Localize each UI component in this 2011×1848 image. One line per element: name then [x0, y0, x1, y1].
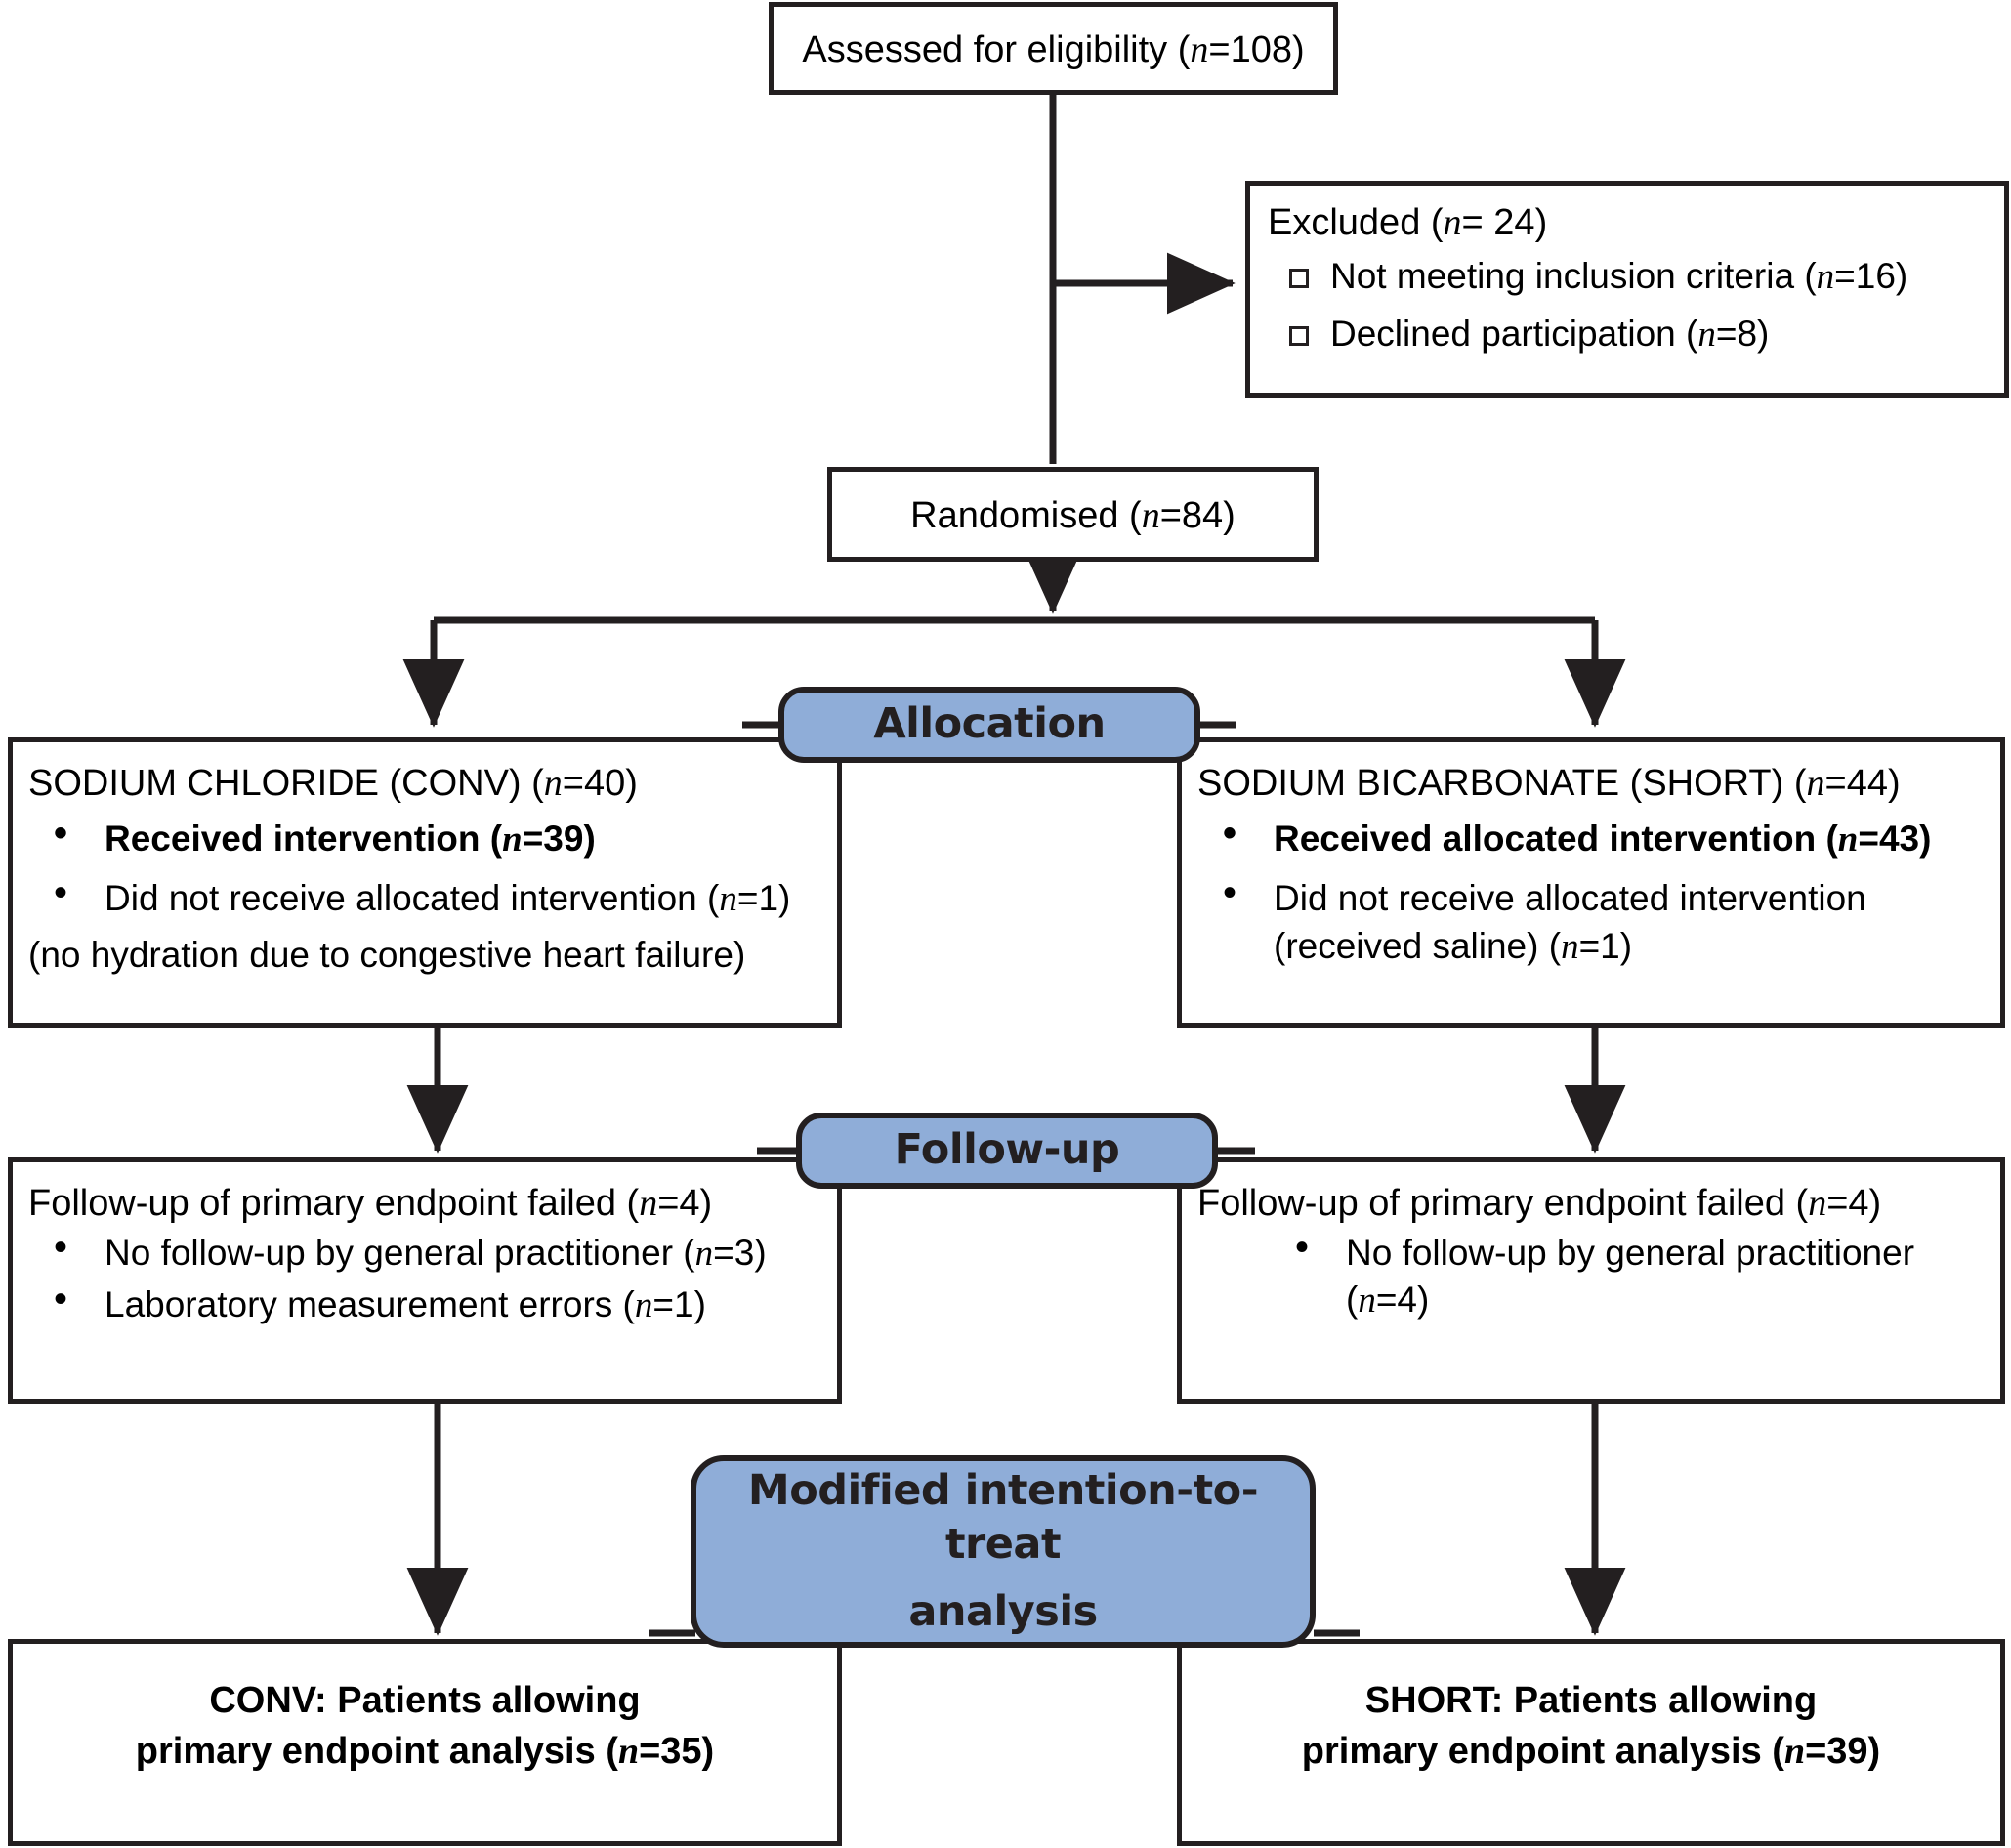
analysis-right-line2-suffix: =39): [1805, 1731, 1881, 1773]
box-randomised: Randomised (n=84): [827, 467, 1319, 562]
eligibility-text-suffix: =108): [1208, 29, 1305, 70]
followup-left-title-italic-n: n: [639, 1183, 658, 1224]
allocation-left-item-1-prefix: Did not receive allocated intervention (: [105, 878, 720, 919]
analysis-right-line2-prefix: primary endpoint analysis (: [1301, 1731, 1784, 1773]
stage-banner-followup: Follow-up: [796, 1113, 1218, 1189]
followup-right-item-list: No follow-up by general practitioner (n=…: [1197, 1228, 1985, 1324]
analysis-left-line2: primary endpoint analysis (n=35): [30, 1726, 819, 1777]
allocation-right-item-1-suffix: =1): [1578, 925, 1633, 966]
analysis-left-line2-prefix: primary endpoint analysis (: [135, 1731, 618, 1773]
excluded-reason-0-italic-n: n: [1816, 257, 1835, 298]
excluded-heading-prefix: Excluded (: [1268, 202, 1444, 243]
excluded-reason-1-suffix: =8): [1715, 314, 1770, 355]
followup-left-item-list: No follow-up by general practitioner (n=…: [28, 1228, 821, 1329]
followup-right-title-italic-n: n: [1808, 1183, 1827, 1224]
allocation-left-title-suffix: =40): [562, 763, 638, 804]
analysis-left-line2-italic-n: n: [617, 1731, 640, 1773]
followup-right-title: Follow-up of primary endpoint failed (n=…: [1197, 1180, 1985, 1228]
allocation-left-title: SODIUM CHLORIDE (CONV) (n=40): [28, 760, 821, 808]
stage-banner-followup-label: Follow-up: [894, 1125, 1120, 1175]
list-item: No follow-up by general practitioner (n=…: [1270, 1228, 1985, 1324]
allocation-left-title-prefix: SODIUM CHLORIDE (CONV) (: [28, 763, 544, 804]
allocation-right-title-suffix: =44): [1824, 763, 1901, 804]
randomised-prefix: Randomised (: [910, 495, 1142, 536]
followup-left-item-0-italic-n: n: [694, 1234, 714, 1275]
followup-left-title-suffix: =4): [657, 1183, 713, 1224]
randomised-suffix: =84): [1159, 495, 1236, 536]
followup-right-item-0-prefix: No follow-up by general practitioner (: [1346, 1233, 1915, 1321]
allocation-left-title-italic-n: n: [543, 763, 563, 804]
followup-right-item-0-suffix: =4): [1375, 1280, 1430, 1321]
list-item: Received intervention (n=39): [28, 814, 821, 863]
list-item: Not meeting inclusion criteria (n=16): [1268, 253, 1987, 301]
stage-banner-mitt-line2: analysis: [908, 1587, 1098, 1637]
followup-left-item-0-suffix: =3): [713, 1233, 767, 1274]
box-followup-conv: Follow-up of primary endpoint failed (n=…: [8, 1157, 842, 1404]
list-item: Declined participation (n=8): [1268, 311, 1987, 358]
allocation-left-item-0-suffix: =39): [522, 819, 596, 860]
box-allocation-short: SODIUM BICARBONATE (SHORT) (n=44) Receiv…: [1177, 737, 2005, 1028]
list-item: Received allocated intervention (n=43): [1197, 814, 1985, 863]
followup-right-title-suffix: =4): [1826, 1183, 1882, 1224]
allocation-right-item-0-suffix: =43): [1858, 819, 1932, 860]
allocation-right-item-list: Received allocated intervention (n=43) D…: [1197, 814, 1985, 970]
excluded-reason-0-prefix: Not meeting inclusion criteria (: [1330, 256, 1817, 297]
followup-left-item-1-italic-n: n: [634, 1285, 653, 1326]
stage-banner-mitt-label: Modified intention-to-treat analysis: [696, 1464, 1310, 1639]
box-followup-short: Follow-up of primary endpoint failed (n=…: [1177, 1157, 2005, 1404]
analysis-right-line2: primary endpoint analysis (n=39): [1199, 1726, 1983, 1777]
followup-left-item-1-suffix: =1): [652, 1284, 706, 1325]
analysis-right-line1: SHORT: Patients allowing: [1364, 1680, 1818, 1721]
analysis-left-line2-suffix: =35): [639, 1731, 715, 1773]
eligibility-text-prefix: Assessed for eligibility (: [802, 29, 1191, 70]
randomised-italic-n: n: [1141, 495, 1160, 536]
allocation-left-item-0-italic-n: n: [502, 819, 523, 861]
excluded-reason-1-prefix: Declined participation (: [1330, 314, 1698, 355]
excluded-reason-0-suffix: =16): [1834, 256, 1908, 297]
box-assessed-for-eligibility: Assessed for eligibility (n=108): [769, 2, 1338, 95]
allocation-left-item-list: Received intervention (n=39) Did not rec…: [28, 814, 821, 923]
followup-left-item-1-prefix: Laboratory measurement errors (: [105, 1284, 635, 1325]
excluded-heading: Excluded (n= 24): [1268, 199, 1987, 247]
stage-banner-allocation: Allocation: [778, 687, 1200, 763]
allocation-right-title-prefix: SODIUM BICARBONATE (SHORT) (: [1197, 763, 1807, 804]
allocation-right-item-0-italic-n: n: [1837, 819, 1859, 861]
allocation-right-item-1-italic-n: n: [1561, 926, 1579, 967]
allocation-left-item-1-italic-n: n: [719, 879, 737, 920]
stage-banner-mitt-line1: Modified intention-to-treat: [747, 1465, 1259, 1569]
allocation-left-note: (no hydration due to congestive heart fa…: [28, 934, 746, 975]
allocation-right-item-1-prefix: (received saline) (: [1274, 925, 1562, 966]
list-item: Did not receive allocated intervention (…: [28, 873, 821, 923]
analysis-right-line2-italic-n: n: [1783, 1731, 1806, 1773]
followup-left-title: Follow-up of primary endpoint failed (n=…: [28, 1180, 821, 1228]
list-item: No follow-up by general practitioner (n=…: [28, 1228, 821, 1278]
excluded-heading-suffix: = 24): [1461, 202, 1548, 243]
allocation-right-title-italic-n: n: [1806, 763, 1825, 804]
box-analysis-short: SHORT: Patients allowing primary endpoin…: [1177, 1639, 2005, 1846]
allocation-left-item-1-suffix: =1): [736, 878, 791, 919]
allocation-right-item-1-line1: Did not receive allocated intervention: [1274, 878, 1866, 919]
list-item: Did not receive allocated intervention (…: [1197, 873, 1985, 970]
allocation-right-title: SODIUM BICARBONATE (SHORT) (n=44): [1197, 760, 1985, 808]
excluded-reason-list: Not meeting inclusion criteria (n=16) De…: [1268, 253, 1987, 358]
box-analysis-conv: CONV: Patients allowing primary endpoint…: [8, 1639, 842, 1846]
list-item: Laboratory measurement errors (n=1): [28, 1280, 821, 1329]
followup-left-item-0-prefix: No follow-up by general practitioner (: [105, 1233, 695, 1274]
allocation-right-item-0-prefix: Received allocated intervention (: [1274, 819, 1838, 860]
followup-right-item-0-italic-n: n: [1358, 1281, 1376, 1322]
box-allocation-conv: SODIUM CHLORIDE (CONV) (n=40) Received i…: [8, 737, 842, 1028]
followup-right-title-prefix: Follow-up of primary endpoint failed (: [1197, 1183, 1809, 1224]
eligibility-italic-n: n: [1190, 29, 1209, 70]
stage-banner-allocation-label: Allocation: [873, 699, 1106, 749]
excluded-reason-1-italic-n: n: [1697, 315, 1716, 356]
box-excluded: Excluded (n= 24) Not meeting inclusion c…: [1245, 181, 2009, 398]
excluded-heading-italic-n: n: [1443, 202, 1462, 243]
allocation-left-item-0-prefix: Received intervention (: [105, 819, 503, 860]
stage-banner-mitt: Modified intention-to-treat analysis: [691, 1455, 1316, 1648]
followup-left-title-prefix: Follow-up of primary endpoint failed (: [28, 1183, 640, 1224]
analysis-left-line1: CONV: Patients allowing: [209, 1680, 641, 1721]
